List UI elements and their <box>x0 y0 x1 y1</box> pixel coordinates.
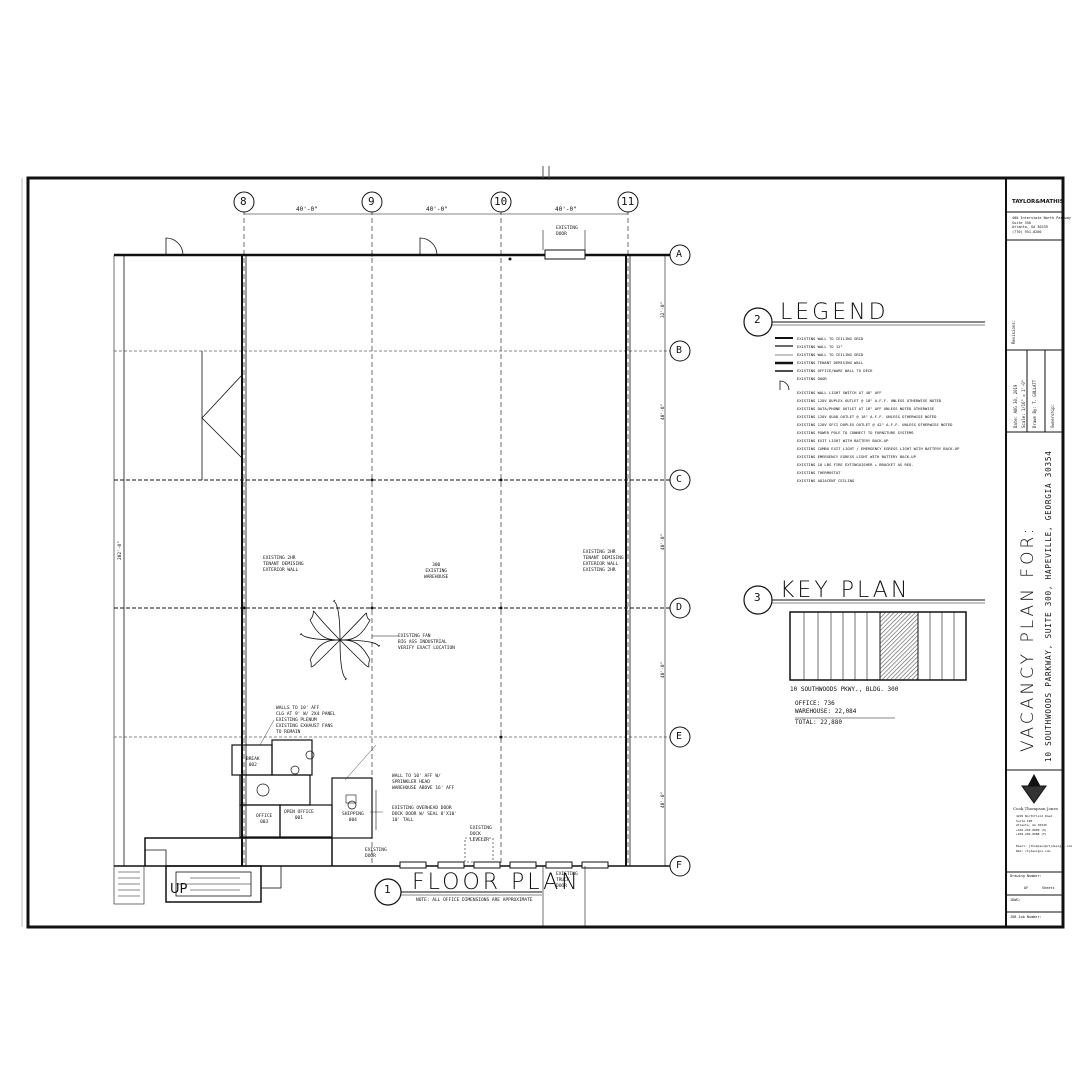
grid-label-11: 11 <box>621 195 635 208</box>
designer-email: Email: jthompson@ctjdesigns.com <box>1016 844 1072 848</box>
floorplan-number: 1 <box>384 883 391 896</box>
grid-bubble-10 <box>490 191 512 213</box>
legend-number: 2 <box>754 313 761 326</box>
legend-item: EXISTING WALL TO 12" <box>797 344 843 349</box>
row-dim-2: 40'-0" <box>661 403 666 420</box>
row-dim-3: 40'-0" <box>661 533 666 550</box>
keyplan-office: OFFICE: 736 <box>795 700 835 707</box>
grid-label-9: 9 <box>368 195 375 208</box>
date-label: Date: AUG 30, 2019 <box>1013 384 1018 428</box>
legend-item: EXISTING WALL TO CEILING GRID <box>797 352 864 357</box>
grid-bubble-8 <box>233 191 255 213</box>
row-label-f: F <box>676 860 683 871</box>
firm-name: TAYLOR&MATHIS <box>1012 199 1064 205</box>
door-top-note: EXISTING DOOR <box>556 226 578 237</box>
office-area <box>113 719 383 905</box>
warehouse-label: 300 EXISTING WAREHOUSE <box>424 563 449 580</box>
legend-item: EXISTING EXIT LIGHT WITH BATTERY BACK-UP <box>797 438 889 443</box>
scale-label: Scale: 1/16" = 1'-0" <box>1021 379 1026 428</box>
col-dim-3: 40'-0" <box>555 206 577 213</box>
col-dim-1: 40'-0" <box>296 206 318 213</box>
key-plan-drawing <box>789 611 967 719</box>
legend-item: EXISTING 120V QUAD OUTLET @ 18" A.F.F. U… <box>797 414 937 419</box>
legend-item: EXISTING WALL LIGHT SWITCH AT 48" AFF <box>797 390 882 395</box>
row-label-b: B <box>676 345 683 356</box>
keyplan-warehouse: WAREHOUSE: 22,084 <box>795 708 857 715</box>
keyplan-title: KEY PLAN <box>780 578 911 603</box>
door-bottom-note: EXISTING TRUCK DOOR <box>556 872 578 889</box>
door-bottom2-note: EXISTING DOOR <box>365 848 387 859</box>
grid-label-8: 8 <box>240 195 247 208</box>
grid-label-10: 10 <box>494 195 508 208</box>
legend-item: EXISTING OFFICE/WARE WALL TO DECK <box>797 368 873 373</box>
keyplan-address: 10 SOUTHWOODS PKWY., BLDG. 300 <box>790 686 899 693</box>
sheet-of: OF <box>1024 886 1029 890</box>
legend-symbols <box>775 337 793 391</box>
legend-item: EXISTING COMBO EXIT LIGHT / EMERGENCY EG… <box>797 446 960 451</box>
drawn-label: Drawn By: T. GULLATT <box>1032 379 1037 428</box>
jdwg-label: JDWG: <box>1010 898 1021 902</box>
col-dim-2: 40'-0" <box>426 206 448 213</box>
room-break: BREAK 002 <box>246 757 260 768</box>
legend-item: EXISTING 10 LBS FIRE EXTINGUISHER + BRAC… <box>797 462 914 467</box>
job-number-label: JOB Job Number: <box>1010 915 1042 919</box>
sheets-label: Sheets <box>1042 886 1055 890</box>
building-walls <box>113 230 670 927</box>
revisions-label: Revisions: <box>1011 319 1016 344</box>
legend-item: EXISTING ADJACENT CEILING <box>797 478 855 483</box>
up-label: UP <box>170 882 188 897</box>
row-label-c: C <box>676 474 683 485</box>
demising-right-note: EXISTING 2HR TENANT DEMISING EXTERIOR WA… <box>583 550 624 573</box>
column-markers <box>242 253 512 739</box>
office-note: WALLS TO 10' AFF CLG AT 9' W/ 2X4 PANEL … <box>276 706 336 735</box>
room-office: OFFICE 003 <box>256 814 273 825</box>
legend-item: EXISTING 120V GFCI DUPLEX OUTLET @ 42" A… <box>797 422 953 427</box>
grid-bubble-11 <box>617 191 639 213</box>
designer-web: Web: ctjdesigns.com <box>1016 849 1051 853</box>
overall-depth-dim: 202'-0" <box>118 541 123 560</box>
floorplan-note: NOTE: ALL OFFICE DIMENSIONS ARE APPROXIM… <box>416 898 533 903</box>
legend-item: EXISTING POWER POLE TO CONNECT TO FURNIT… <box>797 430 914 435</box>
legend-title: LEGEND <box>780 300 889 325</box>
demising-left-note: EXISTING 2HR TENANT DEMISING EXTERIOR WA… <box>263 556 304 573</box>
row-label-e: E <box>676 731 683 742</box>
designer-address: 4229 Northfield Road Suite 100 Atlanta, … <box>1016 814 1053 836</box>
keyplan-total: TOTAL: 22,880 <box>795 719 842 726</box>
row-label-d: D <box>676 602 683 613</box>
legend-item: EXISTING WALL TO CEILING GRID <box>797 336 864 341</box>
project-title: VACANCY PLAN FOR: <box>1018 525 1038 753</box>
row-dim-4: 40'-0" <box>661 661 666 678</box>
project-address: 10 SOUTHWOODS PARKWAY, SUITE 300, HAPEVI… <box>1044 450 1053 762</box>
legend-item: EXISTING DATA/PHONE OUTLET AT 18" AFF UN… <box>797 406 935 411</box>
row-label-a: A <box>676 249 683 260</box>
keyplan-number: 3 <box>754 591 761 604</box>
legend-item: EXISTING THERMOSTAT <box>797 470 841 475</box>
designer-name: Cook Thompson Jones <box>1013 806 1058 811</box>
column-grid <box>233 191 639 866</box>
ceiling-fan <box>299 599 398 681</box>
wall-note: WALL TO 10' AFF W/ SPRINKLER HEAD WAREHO… <box>392 774 455 791</box>
grid-bubble-9 <box>361 191 383 213</box>
row-dim-1: 32'-0" <box>661 301 666 318</box>
sheet-border <box>26 176 1065 929</box>
legend-item: EXISTING DOOR <box>797 376 827 381</box>
legend-item: EXISTING EMERGENCY EGRESS LIGHT WITH BAT… <box>797 454 916 459</box>
title-block-lines <box>1006 211 1063 913</box>
floorplan-title: FLOOR PLAN <box>412 870 581 895</box>
ownership-label: Ownership: <box>1050 403 1055 428</box>
legend-item: EXISTING 120V DUPLEX OUTLET @ 18" A.F.F.… <box>797 398 942 403</box>
row-dim-5: 40'-0" <box>661 791 666 808</box>
fan-note: EXISTING FAN BIG ASS INDUSTRIAL VERIFY E… <box>398 634 455 651</box>
room-open-office: OPEN OFFICE 001 <box>284 810 314 821</box>
firm-address: 400 Interstate North Parkway Suite 350 A… <box>1012 216 1072 234</box>
dock-note: EXISTING DOCK LEVELER <box>470 826 492 843</box>
overhead-note: EXISTING OVERHEAD DOOR DOCK DOOR W/ SEAL… <box>392 806 458 823</box>
legend-item: EXISTING TENANT DEMISING WALL <box>797 360 864 365</box>
drawing-number-label: Drawing Number: <box>1010 874 1042 878</box>
room-shipping: SHIPPING 004 <box>342 812 364 823</box>
